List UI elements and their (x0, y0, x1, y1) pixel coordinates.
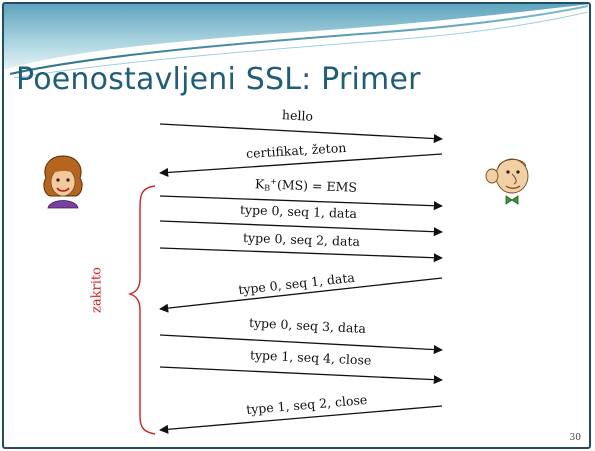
closed-brace (127, 185, 156, 435)
arrow-hello (159, 123, 443, 144)
arrow-data-1 (159, 220, 443, 237)
arrow-key-exchange (159, 195, 443, 211)
label-hello: hello (281, 107, 314, 124)
page-title: Poenostavljeni SSL: Primer (16, 62, 421, 97)
arrow-close-2 (159, 405, 443, 434)
arrow-data-3 (159, 334, 443, 355)
arrow-close-1 (159, 366, 443, 385)
page-number: 30 (569, 433, 581, 443)
arrow-data-reply (159, 277, 443, 313)
arrow-data-2 (159, 247, 443, 263)
man-face-icon (485, 158, 529, 205)
closed-label: zakrito (89, 267, 105, 313)
woman-face-icon (43, 155, 83, 209)
arrow-certificate (159, 153, 443, 177)
